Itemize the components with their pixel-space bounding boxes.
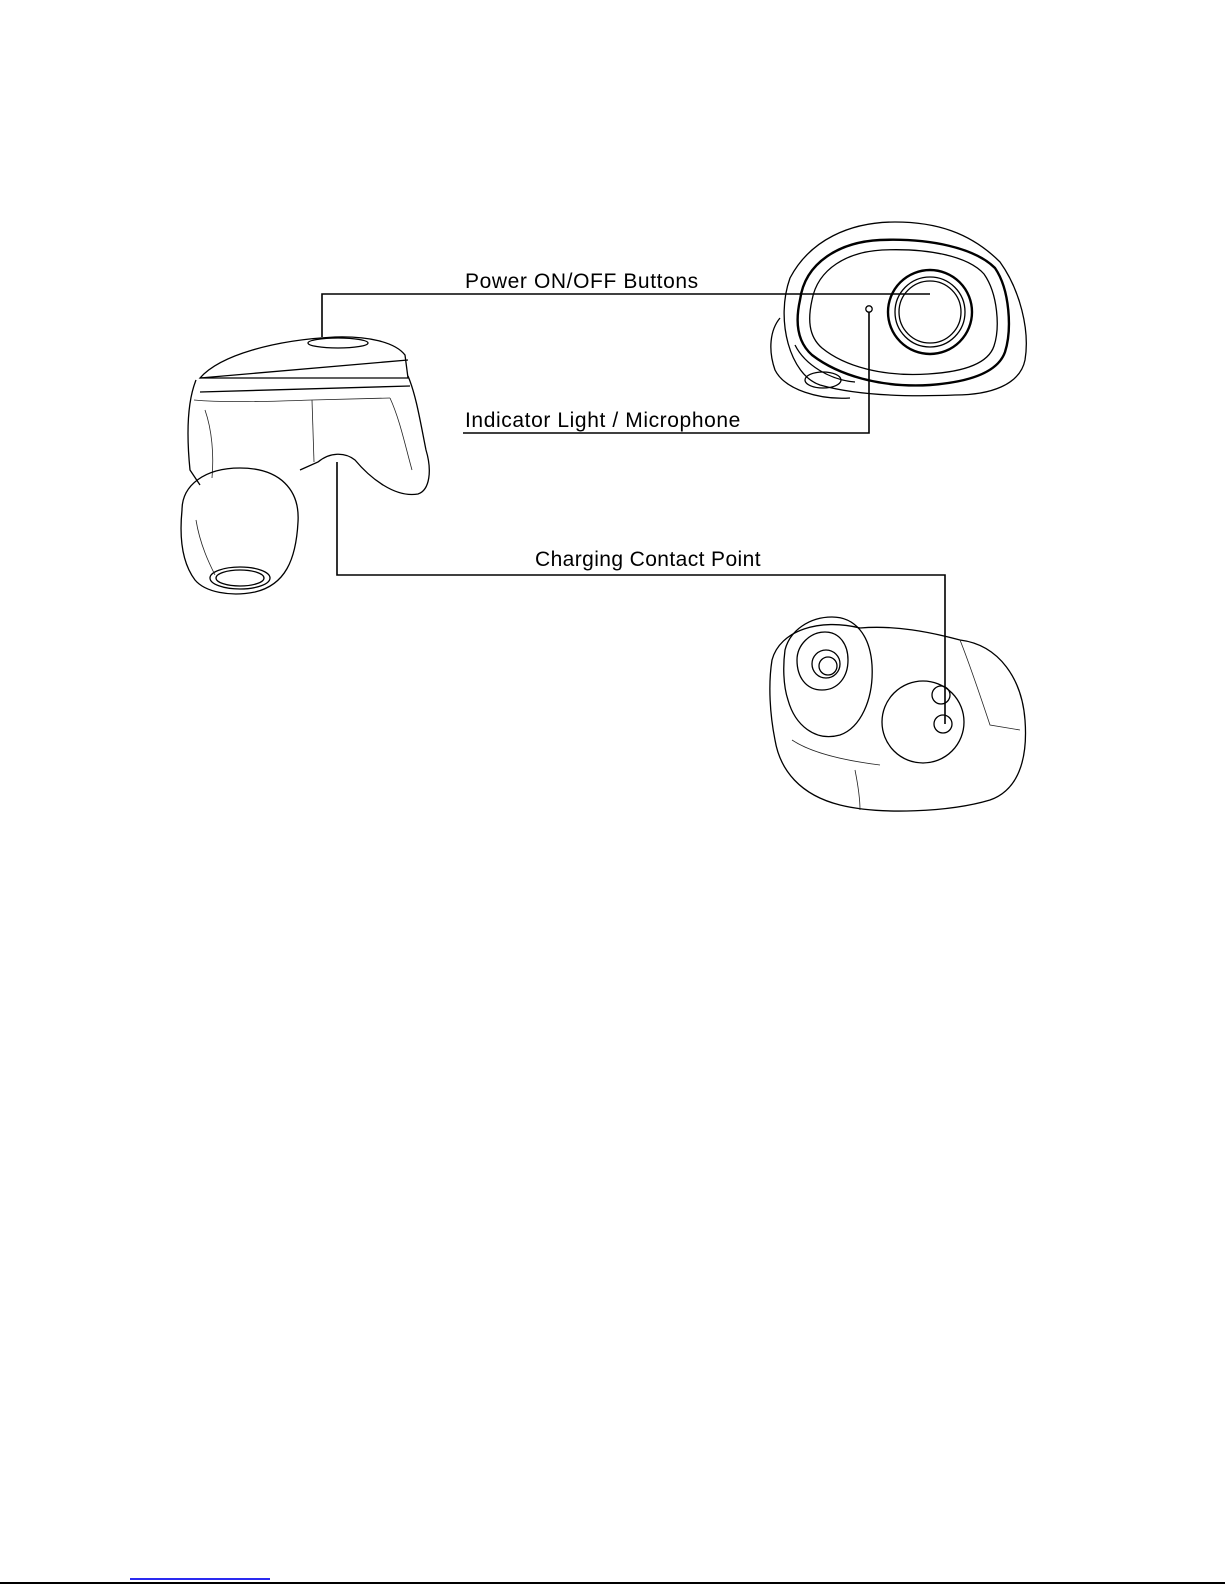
page-bottom-rule — [0, 1582, 1225, 1584]
label-power-buttons: Power ON/OFF Buttons — [465, 271, 699, 292]
label-indicator-light: Indicator Light / Microphone — [465, 410, 741, 431]
link-underline[interactable] — [130, 1578, 270, 1580]
earbud-top-view — [771, 222, 1026, 398]
earbud-side-view — [181, 337, 429, 594]
leader-lines — [322, 294, 945, 724]
earbud-bottom-view — [770, 617, 1026, 811]
label-charging-contact: Charging Contact Point — [535, 549, 761, 570]
